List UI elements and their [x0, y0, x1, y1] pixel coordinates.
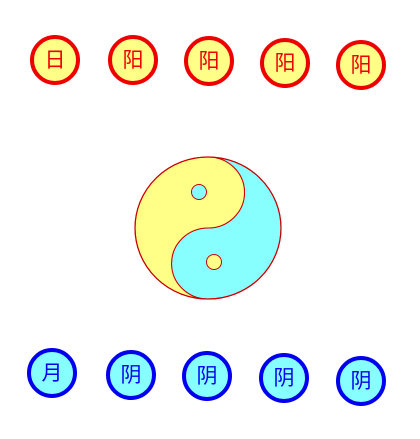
yang-piece[interactable]: 阳 — [336, 40, 386, 90]
yang-piece[interactable]: 阳 — [108, 35, 158, 85]
yang-piece[interactable]: 阳 — [260, 38, 310, 88]
yin-piece[interactable]: 阴 — [336, 356, 386, 406]
yin-piece-moon[interactable]: 月 — [27, 348, 77, 398]
yang-piece-sun[interactable]: 日 — [30, 35, 80, 85]
yang-piece[interactable]: 阳 — [184, 36, 234, 86]
yin-piece[interactable]: 阴 — [182, 351, 232, 401]
taiji-yin-dot — [191, 184, 207, 200]
taiji-outline — [134, 156, 282, 300]
taiji-icon — [134, 156, 282, 300]
yin-piece[interactable]: 阴 — [259, 353, 309, 403]
yin-piece[interactable]: 阴 — [106, 350, 156, 400]
taiji-yang-dot — [206, 254, 222, 270]
